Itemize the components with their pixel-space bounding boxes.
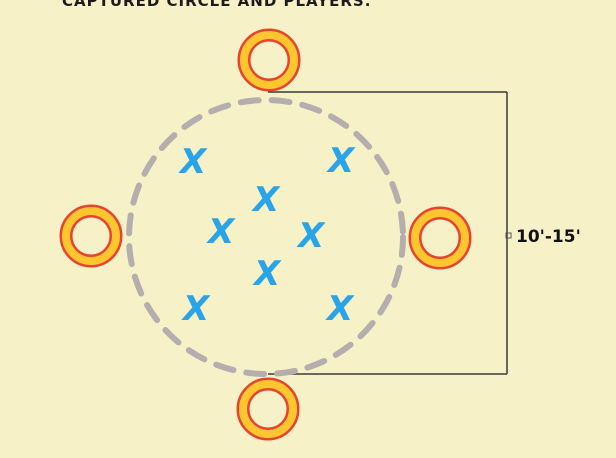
player-marker: X	[326, 141, 356, 181]
diagram-caption: CAPTURED CIRCLE AND PLAYERS.	[62, 0, 371, 10]
rings	[59, 28, 472, 441]
capture-circle	[126, 97, 406, 377]
player-marker: X	[178, 142, 208, 182]
player-marker: X	[206, 212, 236, 252]
player-marker: X	[252, 254, 282, 294]
dimension-label: 10'-15'	[516, 227, 581, 247]
ring-bottom-icon	[236, 377, 300, 441]
player-marker: X	[251, 180, 281, 220]
ring-right-icon	[408, 206, 472, 270]
player-marker: X	[181, 289, 211, 329]
player-marker: X	[296, 216, 326, 256]
player-marker: X	[325, 289, 355, 329]
ring-left-icon	[59, 204, 123, 268]
ring-top-icon	[237, 28, 301, 92]
dimension-marker-icon	[505, 232, 512, 239]
dimension-bracket: 10'-15'	[268, 91, 581, 375]
players: X X X X X X X X	[178, 141, 356, 329]
